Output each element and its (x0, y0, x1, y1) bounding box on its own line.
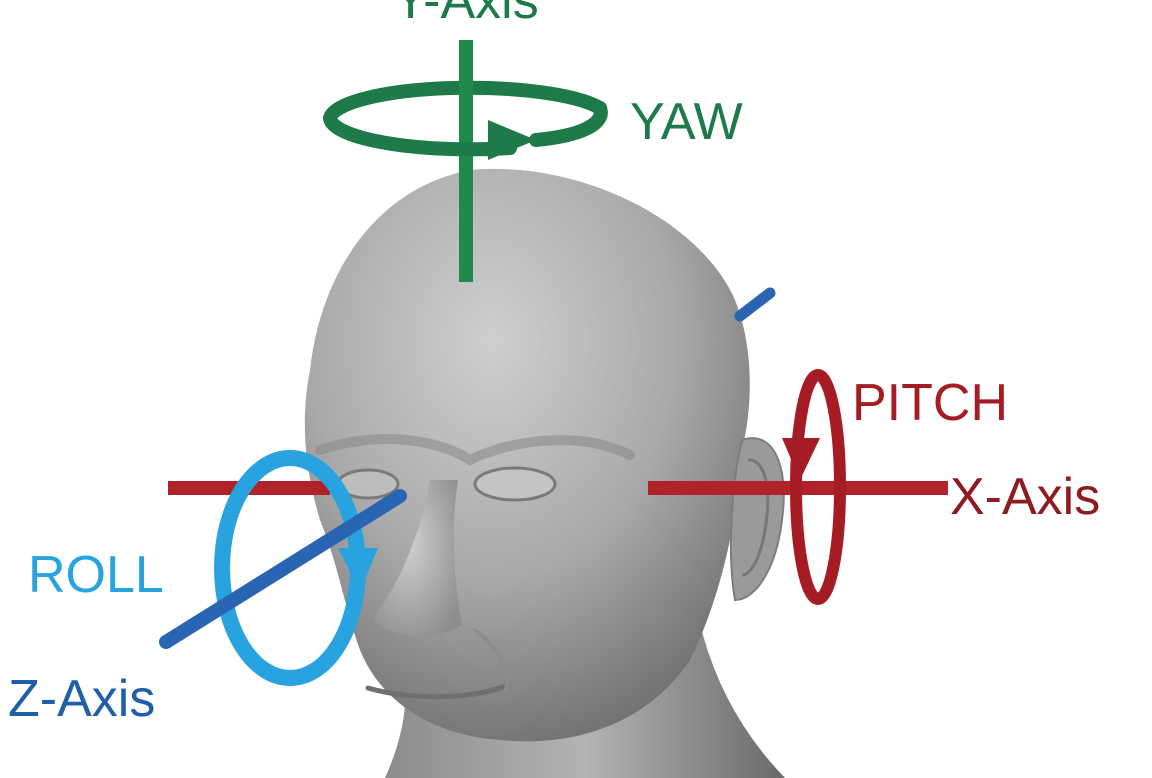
pitch-label: PITCH (852, 374, 1008, 432)
z-axis-label: Z-Axis (8, 670, 155, 728)
right-eye (475, 468, 555, 500)
x-axis-label: X-Axis (950, 468, 1100, 526)
roll-label: ROLL (28, 546, 164, 604)
y-axis-label: Y-Axis (393, 0, 538, 30)
skull (305, 169, 750, 741)
yaw-label: YAW (630, 93, 743, 151)
